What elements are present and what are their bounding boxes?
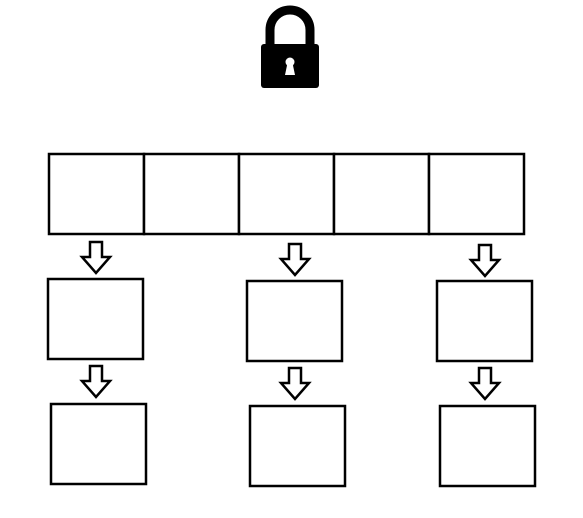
top-row-cell [47,152,146,236]
column-box [245,279,344,363]
column-1 [46,240,148,486]
top-row-cell [427,152,526,236]
column-box [46,277,145,361]
down-arrow-icon [79,240,113,275]
padlock-keyhole-slot [285,63,295,75]
padlock-icon [261,5,319,88]
top-row-cell [237,152,336,236]
down-arrow-icon [468,243,502,278]
column-box [438,404,537,488]
top-row-cell [332,152,431,236]
column-2 [245,242,347,488]
down-arrow-icon [468,366,502,401]
down-arrow-icon [278,242,312,277]
column-box [49,402,148,486]
down-arrow-icon [278,366,312,401]
down-arrow-icon [79,364,113,399]
top-row [47,152,526,236]
column-3 [435,243,537,488]
padlock-shackle [265,5,315,45]
top-row-cell [142,152,241,236]
column-box [248,404,347,488]
column-box [435,279,534,363]
